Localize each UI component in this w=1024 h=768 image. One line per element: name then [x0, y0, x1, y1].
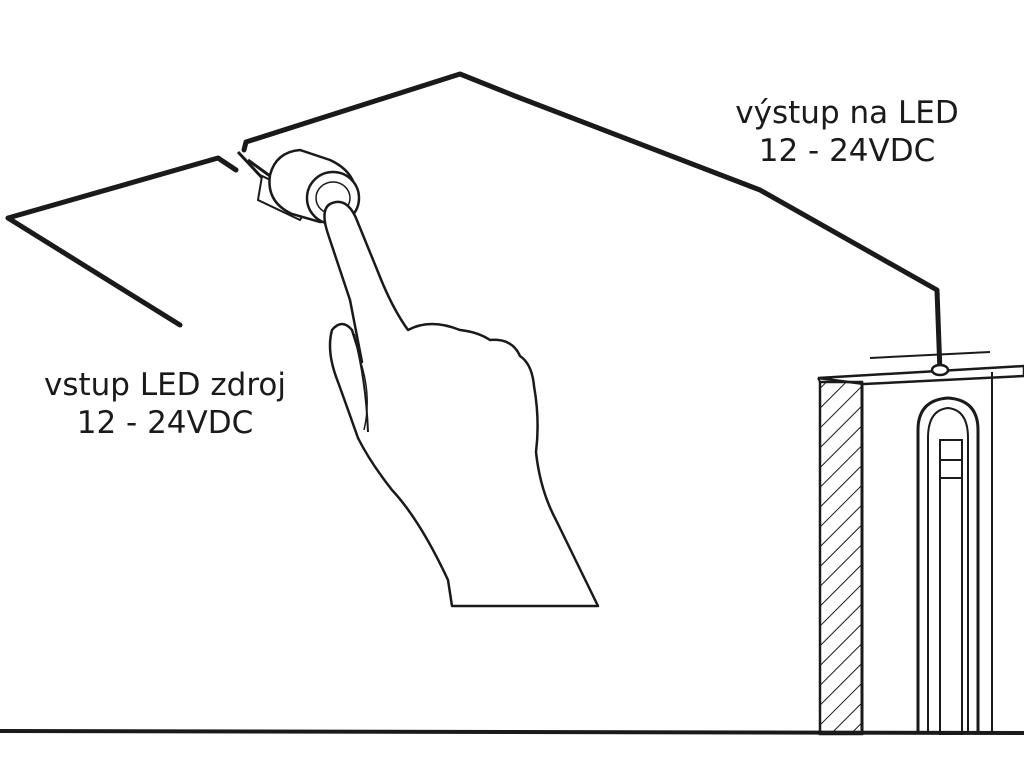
hand-finger-crease-2	[359, 359, 368, 431]
hand-icon	[323, 200, 600, 608]
input-cable	[5, 155, 239, 328]
input-label-line2: 12 - 24VDC	[76, 405, 254, 441]
input-label: vstup LED zdroj 12 - 24VDC	[20, 366, 310, 442]
output-label-line1: výstup na LED	[735, 95, 959, 131]
hand-finger-crease	[353, 333, 369, 433]
cabinet-panel-icon	[817, 351, 1024, 736]
output-label-line2: 12 - 24VDC	[758, 133, 936, 169]
floor-line	[0, 729, 1024, 735]
output-cable	[241, 71, 943, 375]
output-cable-lead	[247, 158, 271, 178]
output-label: výstup na LED 12 - 24VDC	[722, 94, 972, 170]
input-label-line1: vstup LED zdroj	[43, 367, 286, 403]
